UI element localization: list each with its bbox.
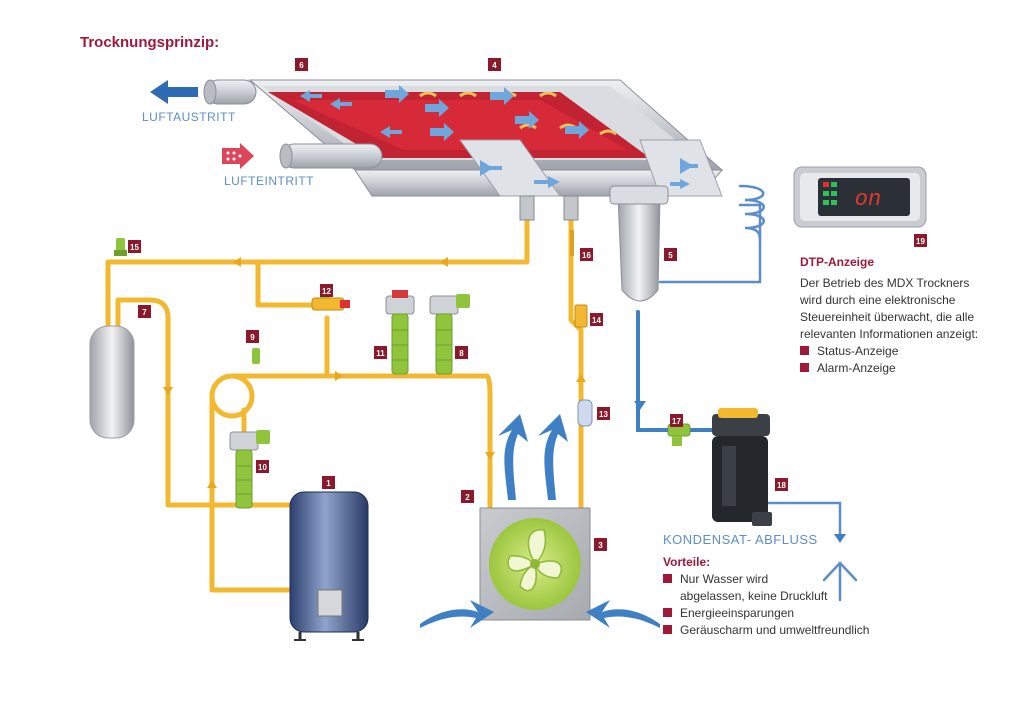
- svg-text:4: 4: [492, 61, 497, 70]
- badge-8: 8: [455, 346, 468, 359]
- svg-text:1: 1: [326, 479, 331, 488]
- svg-text:6: 6: [299, 61, 304, 70]
- badge-17: 17: [670, 414, 683, 427]
- filter-17: [667, 423, 691, 446]
- dtp-line: Steuereinheit überwacht, die alle: [800, 310, 975, 324]
- svg-text:15: 15: [130, 243, 139, 252]
- condensate-lines: [636, 184, 858, 602]
- svg-text:19: 19: [916, 237, 925, 246]
- valve-15: [114, 238, 127, 256]
- dtp-bullet: Alarm-Anzeige: [800, 360, 978, 377]
- badge-2: 2: [461, 490, 474, 503]
- bullet-marker: [800, 363, 809, 372]
- badge-12: 12: [320, 284, 333, 297]
- vorteile-item: Energieeinsparungen: [663, 605, 869, 622]
- air-inlet-label: LUFTEINTRITT: [224, 174, 314, 188]
- dtp-bullet: Status-Anzeige: [800, 343, 978, 360]
- pipe-flow-arrows: [163, 257, 586, 488]
- svg-text:14: 14: [592, 316, 601, 325]
- valve-10: [229, 430, 270, 509]
- heat-exchanger: [248, 79, 724, 302]
- separator-7: [89, 325, 135, 439]
- condenser-fan: [479, 507, 591, 621]
- valve-9: [252, 348, 260, 364]
- svg-text:10: 10: [258, 463, 267, 472]
- page-title: Trocknungsprinzip:: [80, 34, 220, 51]
- probe-16: [570, 230, 574, 256]
- vorteile-item: Geräuscharm und umweltfreundlich: [663, 622, 869, 639]
- airflow-arrows: [420, 414, 660, 628]
- dtp-line: Der Betrieb des MDX Trockners: [800, 276, 970, 290]
- dtp-heading: DTP-Anzeige: [800, 255, 875, 269]
- bullet-marker: [800, 346, 809, 355]
- drain-18: [712, 408, 772, 526]
- badge-15: 15: [128, 240, 141, 253]
- vorteile-item-cont: abgelassen, keine Druckluft: [680, 589, 828, 603]
- badge-19: 19: [914, 234, 927, 247]
- badge-4: 4: [488, 58, 501, 71]
- badge-1: 1: [322, 476, 335, 489]
- badge-6: 6: [295, 58, 308, 71]
- badge-11: 11: [374, 346, 387, 359]
- svg-text:18: 18: [777, 481, 786, 490]
- dtp-description: Der Betrieb des MDX Trockners wird durch…: [800, 275, 978, 377]
- badge-7: 7: [138, 305, 151, 318]
- svg-text:9: 9: [250, 333, 255, 342]
- dtp-line: wird durch eine elektronische: [800, 293, 956, 307]
- valve-8: [429, 294, 470, 375]
- svg-text:17: 17: [672, 417, 681, 426]
- svg-text:13: 13: [599, 410, 608, 419]
- bullet-marker: [663, 574, 672, 583]
- capillary-14: [574, 304, 588, 328]
- tank-1: [289, 491, 369, 641]
- vorteile-heading: Vorteile:: [663, 555, 711, 569]
- svg-text:16: 16: [582, 251, 591, 260]
- badge-18: 18: [775, 478, 788, 491]
- svg-text:3: 3: [598, 541, 603, 550]
- svg-text:5: 5: [668, 251, 673, 260]
- badge-16: 16: [580, 248, 593, 261]
- filter-13: [577, 399, 593, 427]
- air-inlet-tube: [222, 143, 383, 169]
- vorteile-list: Nur Wasser wird abgelassen, keine Druckl…: [663, 571, 869, 639]
- display-reading: on: [855, 187, 881, 212]
- svg-text:12: 12: [322, 287, 331, 296]
- svg-text:2: 2: [465, 493, 470, 502]
- badge-10: 10: [256, 460, 269, 473]
- bullet-marker: [663, 608, 672, 617]
- svg-text:8: 8: [459, 349, 464, 358]
- badge-5: 5: [664, 248, 677, 261]
- svg-text:11: 11: [376, 349, 385, 358]
- badge-14: 14: [590, 313, 603, 326]
- badge-3: 3: [594, 538, 607, 551]
- dtp-line: relevanten Informationen anzeigt:: [800, 327, 979, 341]
- drain-arrow: [834, 534, 846, 543]
- solenoid-11: [385, 290, 415, 375]
- vorteile-item: Nur Wasser wird: [663, 571, 869, 588]
- badge-9: 9: [246, 330, 259, 343]
- air-outlet-label: LUFTAUSTRITT: [142, 110, 236, 124]
- controller-display: on: [793, 166, 927, 228]
- svg-text:7: 7: [142, 308, 147, 317]
- air-outlet-tube: [150, 79, 257, 105]
- condensate-arrow: [634, 401, 646, 410]
- badge-13: 13: [597, 407, 610, 420]
- bullet-marker: [663, 625, 672, 634]
- condensate-drain-label: KONDENSAT- ABFLUSS: [663, 532, 818, 547]
